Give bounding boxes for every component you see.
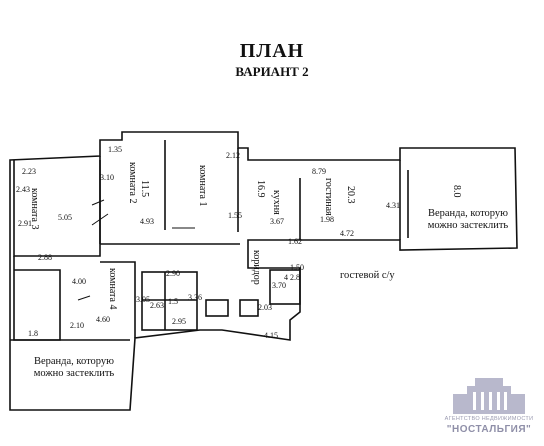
veranda-right-area: 8.0 xyxy=(451,185,462,198)
logo-name: "НОСТАЛЬГИЯ" xyxy=(446,424,532,435)
guest-wc-label: гостевой с/у xyxy=(340,270,395,281)
living-label: гостиная xyxy=(323,178,334,216)
plan-subtitle: ВАРИАНТ 2 xyxy=(235,64,309,79)
dim-label: 2.95 xyxy=(172,317,186,326)
dim-label: 3.05 xyxy=(136,295,150,304)
dim-label: 3.10 xyxy=(100,173,114,182)
dim-label: 4.93 xyxy=(140,217,154,226)
bath-divider xyxy=(142,272,197,330)
dim-label: 2.12 xyxy=(226,151,240,160)
bath-block xyxy=(141,271,198,331)
fixture-2 xyxy=(239,299,259,317)
logo-subtitle: АГЕНТСТВО НЕДВИЖИМОСТИ xyxy=(444,416,534,422)
door-swing-3 xyxy=(77,295,91,301)
room4-label: комната 4 xyxy=(107,268,118,310)
dim-label: 2.03 xyxy=(258,303,272,312)
door-swing-1 xyxy=(91,199,109,226)
fixture-1 xyxy=(205,299,229,317)
dim-label: 2.23 xyxy=(22,167,36,176)
outer-wall xyxy=(9,131,518,411)
dim-label: 4.15 xyxy=(264,331,278,340)
dim-label: 3.36 xyxy=(188,293,202,302)
dim-label: 2.43 xyxy=(16,185,30,194)
corridor-label: коридор xyxy=(251,250,262,285)
dim-label: 5.05 xyxy=(58,213,72,222)
dim-label: 1.35 xyxy=(108,145,122,154)
dim-label: 1.8 xyxy=(28,329,38,338)
dim-label: 1.55 xyxy=(228,211,242,220)
kitchen-area: 16.9 xyxy=(255,180,266,198)
plan-title: ПЛАН xyxy=(239,40,305,62)
dim-label: 8.79 xyxy=(312,167,326,176)
dim-label: 4.60 xyxy=(96,315,110,324)
dim-label: 1.50 xyxy=(290,263,304,272)
dim-label: 1.98 xyxy=(320,215,334,224)
wc-block xyxy=(269,269,301,305)
dim-label: 4 xyxy=(284,273,288,282)
room1-label: комната 1 xyxy=(197,165,208,207)
veranda-right-label: Веранда, которую можно застеклить xyxy=(427,208,509,231)
kitchen-label: кухня xyxy=(271,190,282,215)
room2-label: комната 2 xyxy=(127,162,138,204)
dim-label: 1.5 xyxy=(168,297,178,306)
dim-label: 2.90 xyxy=(166,269,180,278)
dim-label: 2.91 xyxy=(18,219,32,228)
agency-logo: АГЕНТСТВО НЕДВИЖИМОСТИ "НОСТАЛЬГИЯ" xyxy=(437,376,541,442)
dim-label: 4.00 xyxy=(72,277,86,286)
dim-label: 2.88 xyxy=(38,253,52,262)
dim-label: 2.8 xyxy=(290,273,300,282)
dim-label: 4.72 xyxy=(340,229,354,238)
dim-label: 2.10 xyxy=(70,321,84,330)
dim-label: 1.62 xyxy=(288,237,302,246)
dim-label: 3.70 xyxy=(272,281,286,290)
dim-label: 2.63 xyxy=(150,301,164,310)
dim-label: 4.31 xyxy=(386,201,400,210)
wall-room4-right xyxy=(100,261,136,338)
veranda-left-label: Веранда, которую можно застеклить xyxy=(33,356,115,379)
building-icon xyxy=(453,378,525,414)
dim-label: 3.67 xyxy=(270,217,284,226)
room2-area: 11.5 xyxy=(139,180,150,198)
living-area: 20.3 xyxy=(345,186,356,204)
